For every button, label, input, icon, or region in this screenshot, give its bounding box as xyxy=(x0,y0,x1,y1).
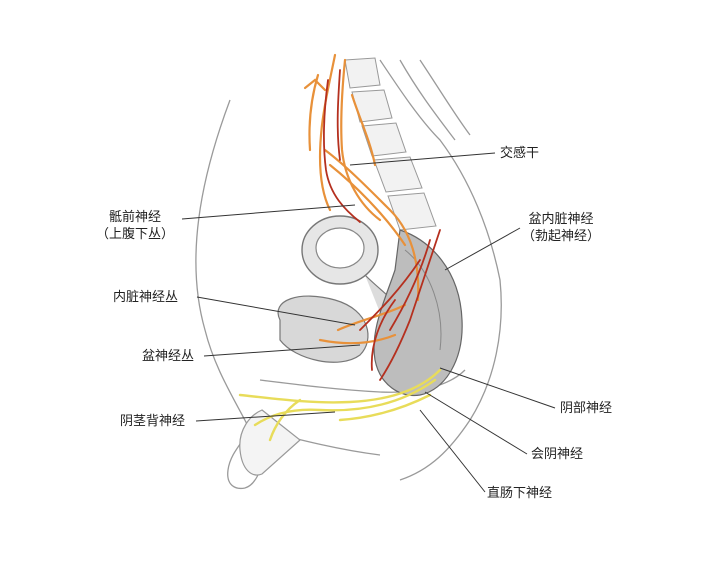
label-pelvic-plexus: 盆神经丛 xyxy=(142,349,195,364)
sympathetic-nerves-red xyxy=(322,69,441,381)
vertebrae xyxy=(344,57,437,231)
sigmoid-colon xyxy=(301,215,403,327)
rectum xyxy=(373,229,463,397)
label-pudendal-nerve: 阴部神经 xyxy=(560,401,613,416)
label-perineal-nerve: 会阴神经 xyxy=(531,447,584,462)
label-pelvic-splanchnic-nerve: 盆内脏神经 （勃起神经） xyxy=(522,212,601,244)
sympathetic-nerves xyxy=(303,53,420,345)
label-visceral-plexus: 内脏神经丛 xyxy=(113,290,179,305)
leader-lines xyxy=(181,152,556,493)
label-sympathetic-trunk: 交感干 xyxy=(500,146,540,161)
label-inferior-rectal-nerve: 直肠下神经 xyxy=(487,486,553,501)
label-presacral-nerve: 骶前神经 （上腹下丛） xyxy=(96,210,175,242)
penis xyxy=(239,409,301,476)
label-dorsal-penile-nerve: 阴茎背神经 xyxy=(120,414,186,429)
bladder xyxy=(277,295,369,363)
